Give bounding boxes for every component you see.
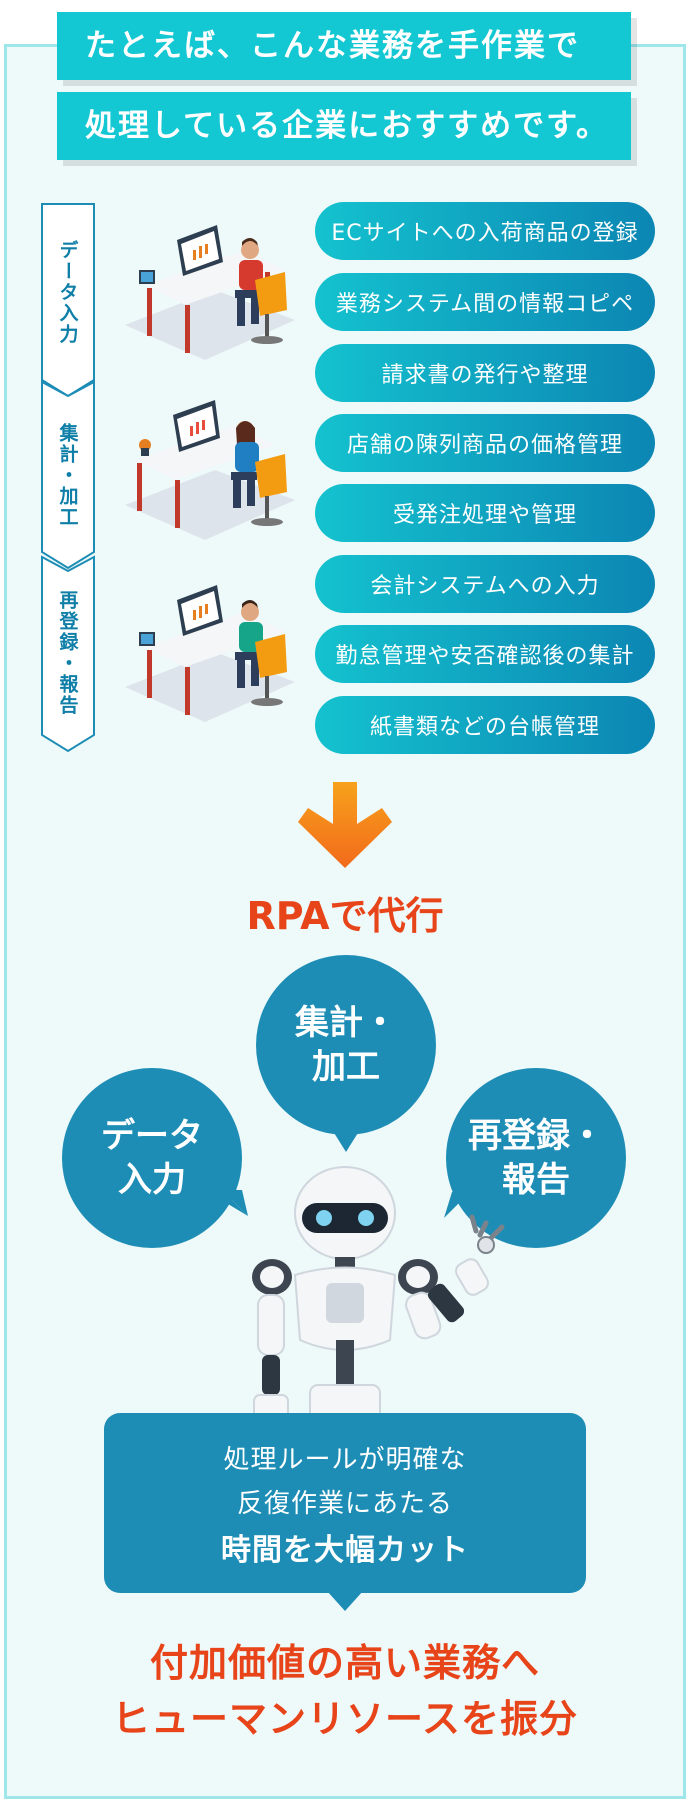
task-pill: 業務システム間の情報コピペ [315,273,655,331]
header-line-2: 処理している企業におすすめです。 [57,92,631,160]
rpa-title: RPAで代行 [246,894,444,938]
category-label-report: 再登録・報告 [40,555,96,753]
result-line-3: 時間を大幅カット [221,1533,469,1568]
robot-illustration [252,1166,505,1425]
bubble-report: 再登録・ 報告 [446,1068,626,1248]
result-line-2: 反復作業にあたる [236,1489,453,1519]
task-pill: 勤怠管理や安否確認後の集計 [315,625,655,683]
task-pill: 店舗の陳列商品の価格管理 [315,414,655,472]
result-box-tail [327,1591,363,1611]
bubble-tail [222,1190,248,1216]
result-line-1: 処理ルールが明確な [223,1445,467,1475]
final-line-2: ヒューマンリソースを振分 [111,1697,579,1741]
task-pill: 受発注処理や管理 [315,484,655,542]
category-label-aggregate: 集計・加工 [40,380,96,570]
worker-illustration [125,210,295,380]
header-line-1: たとえば、こんな業務を手作業で [57,12,631,80]
category-label-data-entry: データ入力 [40,202,96,398]
task-pill: ECサイトへの入荷商品の登録 [315,202,655,260]
result-box: 処理ルールが明確な 反復作業にあたる 時間を大幅カット [104,1413,586,1593]
final-line-1: 付加価値の高い業務へ [149,1641,540,1685]
chevron-frame-icon [41,555,95,753]
worker-illustration [125,572,295,742]
bubble-tail [331,1128,361,1152]
task-pill: 紙書類などの台帳管理 [315,696,655,754]
task-pill: 会計システムへの入力 [315,555,655,613]
chevron-frame-icon [41,380,95,570]
worker-illustration [125,390,295,560]
bubble-aggregate: 集計・ 加工 [256,955,436,1135]
down-arrow-icon [298,782,392,868]
bubble-data-entry: データ 入力 [62,1068,242,1248]
bubble-tail [444,1192,470,1218]
task-pill: 請求書の発行や整理 [315,344,655,402]
